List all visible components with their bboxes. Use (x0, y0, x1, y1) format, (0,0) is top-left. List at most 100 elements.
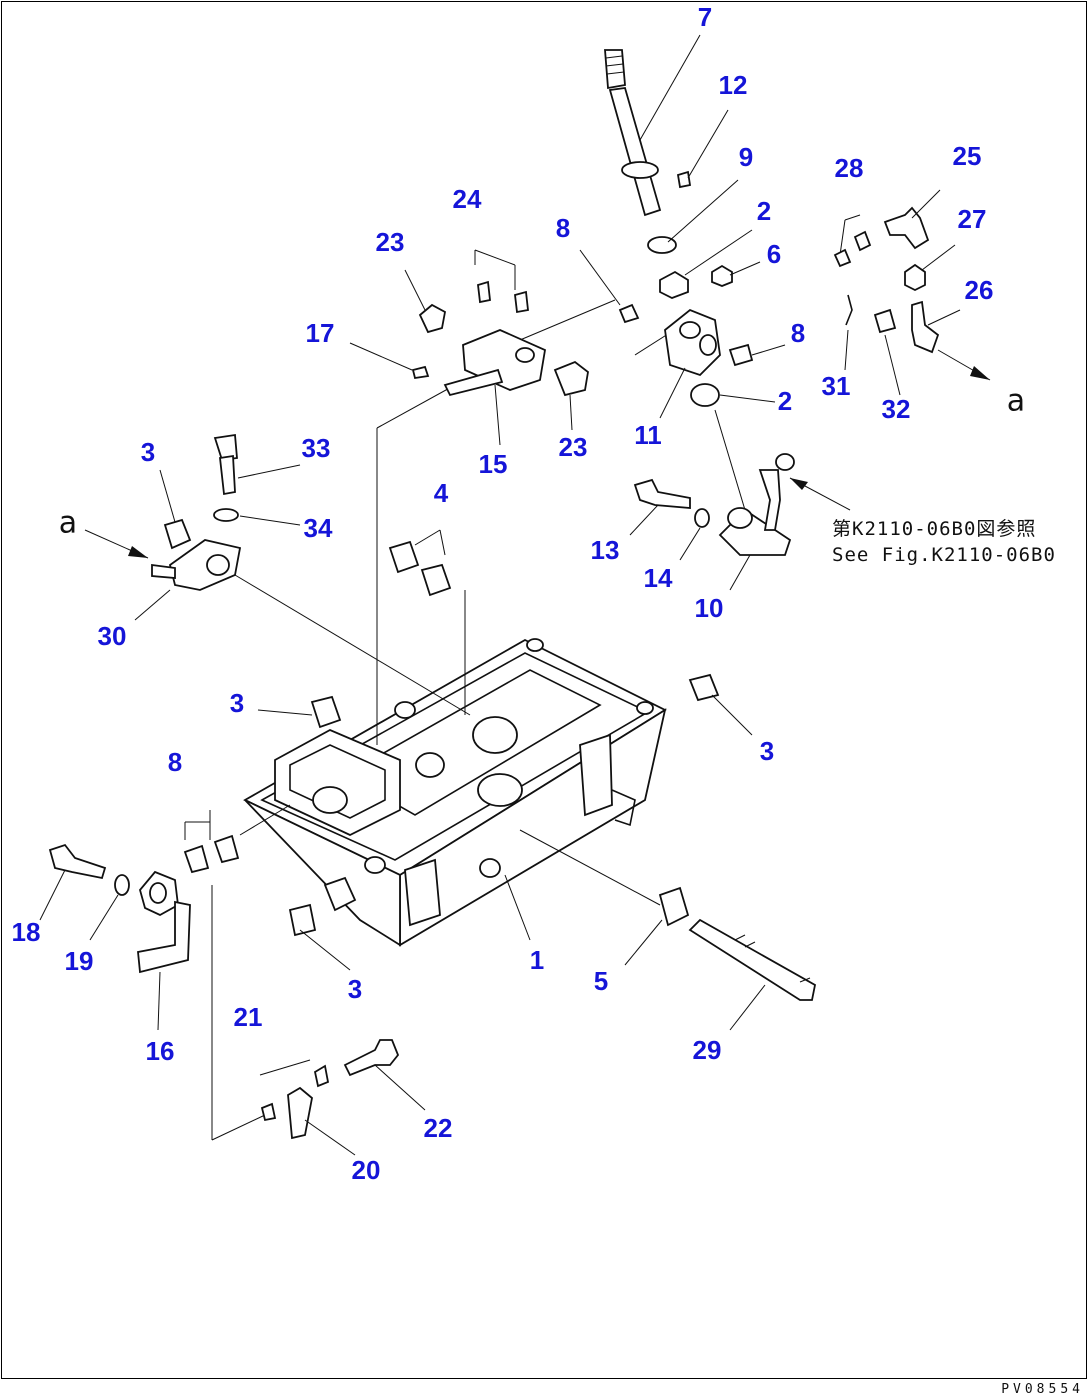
drawing-code: PV08554 (1001, 1382, 1084, 1397)
part-bushing-8c-a (183, 844, 210, 874)
callout-22: 22 (423, 1113, 453, 1143)
callout-17: 17 (305, 318, 335, 348)
part-pin-17 (411, 365, 430, 380)
callout-20: 20 (351, 1155, 381, 1185)
view-mark-left: a (58, 505, 78, 541)
callout-13: 13 (590, 535, 620, 565)
part-joint-20 (287, 1086, 313, 1140)
reference-note: 第K2110-06B0図参照 See Fig.K2110-06B0 (832, 516, 1056, 568)
callout-27: 27 (957, 204, 987, 234)
part-nut-27 (904, 263, 926, 292)
callout-3-top-left: 3 (140, 437, 156, 467)
part-washer (647, 236, 677, 254)
callout-1: 1 (529, 945, 545, 975)
part-block (664, 308, 721, 377)
part-bushing-upper (618, 303, 640, 324)
part-clip-28a (833, 248, 852, 268)
callout-2-lower: 2 (777, 386, 793, 416)
part-washer-34 (213, 508, 239, 522)
part-bracket-30 (151, 539, 242, 591)
callout-21: 21 (233, 1002, 263, 1032)
part-shaft-29 (688, 918, 817, 1001)
part-arm (718, 453, 795, 556)
part-nut-32 (873, 308, 897, 334)
part-lever-16 (137, 870, 191, 974)
reference-note-jp: 第K2110-06B0図参照 (832, 518, 1037, 540)
callout-15: 15 (478, 449, 508, 479)
callout-18: 18 (11, 917, 41, 947)
part-bushing (728, 343, 754, 367)
callout-32: 32 (881, 394, 911, 424)
callout-30: 30 (97, 621, 127, 651)
callout-31: 31 (821, 371, 851, 401)
callout-19: 19 (64, 946, 94, 976)
part-case (243, 638, 667, 947)
part-washer-14 (694, 508, 710, 528)
callout-8-left: 8 (167, 747, 183, 777)
callout-25: 25 (952, 141, 982, 171)
callout-10: 10 (694, 593, 724, 623)
callout-34: 34 (303, 513, 333, 543)
callout-28: 28 (834, 153, 864, 183)
part-bracket (443, 329, 547, 397)
part-bushing-3d-b (323, 876, 357, 912)
part-bushing-3a (163, 518, 192, 550)
part-bushing-3c (688, 673, 720, 702)
part-clip-21b (313, 1064, 330, 1088)
callout-23-upper: 23 (375, 227, 405, 257)
part-nut (659, 270, 689, 299)
callout-3-mid-right: 3 (759, 736, 775, 766)
view-arrows (84, 349, 991, 559)
callout-9: 9 (738, 142, 754, 172)
part-ball (690, 383, 720, 407)
part-plug-23a (418, 303, 447, 334)
part-clip-28b (853, 230, 872, 252)
callout-8-right: 8 (790, 318, 806, 348)
callout-23-lower: 23 (558, 432, 588, 462)
part-bushing-3b (310, 695, 342, 729)
callout-7: 7 (697, 2, 713, 32)
part-small-nut (711, 264, 733, 287)
part-bushing-4a (388, 540, 420, 574)
callout-24: 24 (452, 184, 482, 214)
part-bolt-18 (48, 843, 107, 880)
reference-note-en: See Fig.K2110-06B0 (832, 544, 1056, 566)
callout-29: 29 (692, 1035, 722, 1065)
callout-26: 26 (964, 275, 994, 305)
part-bushing-5 (658, 886, 690, 927)
callout-leaders (39, 34, 961, 1156)
part-bushing-4b (420, 563, 452, 597)
callout-11: 11 (634, 420, 662, 450)
part-bushing-3d (288, 903, 317, 937)
callout-12: 12 (718, 70, 748, 100)
callout-4: 4 (433, 478, 449, 508)
part-pin-31 (845, 294, 853, 326)
part-bolt-33-head (213, 433, 238, 461)
part-plug-23b (553, 360, 589, 397)
callout-3-bottom: 3 (347, 974, 363, 1004)
callout-8-upper: 8 (555, 213, 571, 243)
part-joint-26 (911, 300, 940, 354)
callout-3-mid-left: 3 (229, 688, 245, 718)
part-shaft-29-splines (734, 934, 811, 983)
part-washer-19 (114, 874, 130, 896)
callout-2-upper: 2 (756, 196, 772, 226)
part-clip-24a (477, 280, 491, 304)
part-joint-25 (883, 206, 930, 250)
leader-lines (184, 214, 861, 1141)
part-bushing-8c-b (213, 834, 240, 864)
part-bolt-33-shank (219, 454, 236, 496)
callout-33: 33 (301, 433, 331, 463)
part-clip-21a (260, 1102, 277, 1122)
part-bolt-22 (343, 1039, 400, 1077)
callout-5: 5 (593, 966, 609, 996)
callout-6: 6 (766, 239, 782, 269)
part-lever (604, 49, 662, 217)
part-bolt-13 (633, 478, 691, 509)
part-clip-24b (514, 290, 529, 314)
callout-14: 14 (643, 563, 673, 593)
callout-16: 16 (145, 1036, 175, 1066)
part-pin (676, 170, 692, 189)
